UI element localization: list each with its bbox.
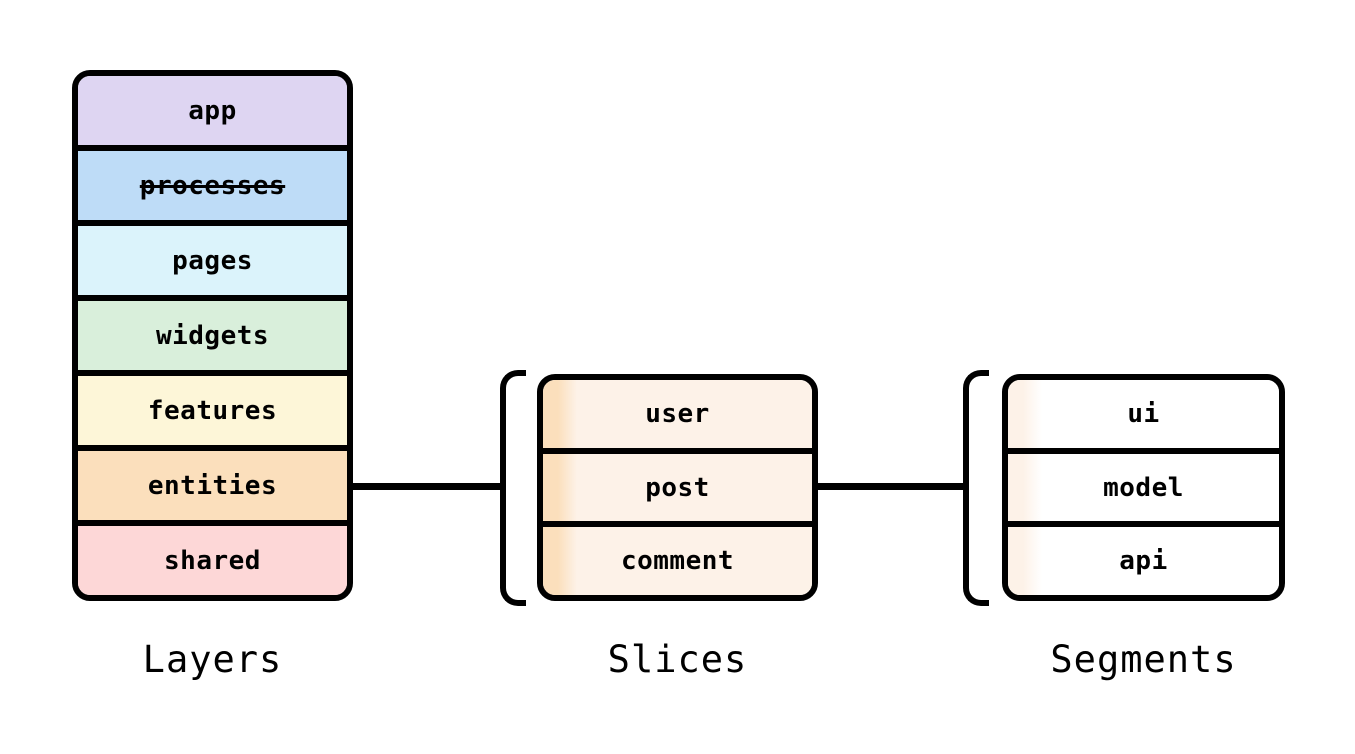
segments-label: Segments [1050,638,1237,681]
slices-label: Slices [607,638,748,681]
connector-entities-to-slices [350,483,503,490]
slice-row-user: user [543,380,812,454]
layer-row-features: features [78,376,347,451]
layer-row-pages: pages [78,226,347,301]
layer-row-app: app [78,76,347,151]
slice-row-comment: comment [543,527,812,595]
connector-slices-to-segments [813,483,966,490]
segment-row-model: model [1008,453,1279,528]
layer-row-widgets: widgets [78,301,347,376]
slice-row-post: post [543,453,812,528]
segment-row-api: api [1008,527,1279,595]
layer-row-entities: entities [78,451,347,526]
layers-label: Layers [142,638,283,681]
segments-stack: ui model api [1002,374,1285,601]
layer-row-shared: shared [78,526,347,595]
bracket-segments [963,370,989,606]
layer-row-processes: processes [78,151,347,226]
bracket-slices [500,370,526,606]
segment-row-ui: ui [1008,380,1279,454]
slices-stack: user post comment [537,374,818,601]
layers-stack: app processes pages widgets features ent… [72,70,353,601]
